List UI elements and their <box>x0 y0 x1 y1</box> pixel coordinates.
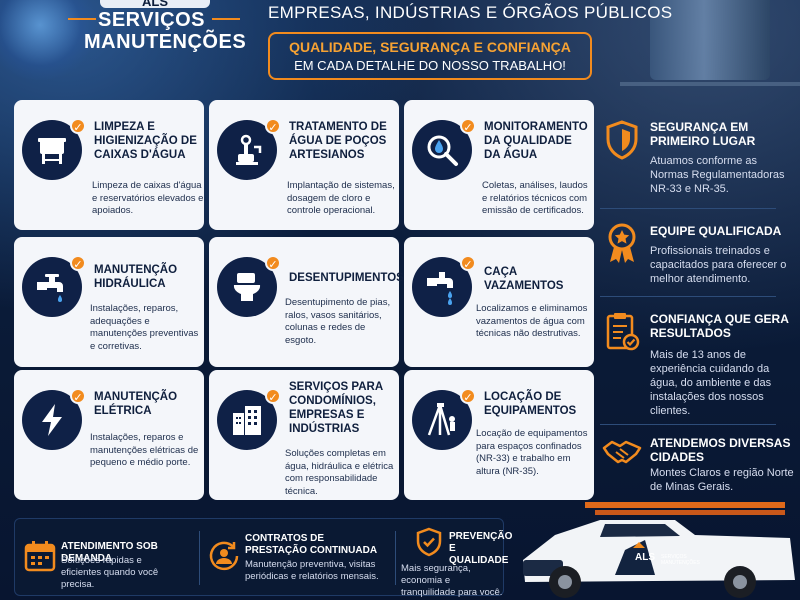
feature-title: ATENDEMOS DIVERSAS CIDADES <box>650 436 791 464</box>
quality-banner: QUALIDADE, SEGURANÇA E CONFIANÇA EM CADA… <box>268 32 592 80</box>
service-card-unclogging: ✓ DESENTUPIMENTOS Desentupimento de pias… <box>209 237 404 367</box>
bottom-item-on-demand: ATENDIMENTO SOB DEMANDA Soluções rápidas… <box>15 519 175 597</box>
service-title: MANUTENÇÃO HIDRÁULICA <box>94 264 178 290</box>
service-title: TRATAMENTO DE ÁGUA DE POÇOS ARTESIANOS <box>289 121 387 161</box>
bottom-item-title: PREVENÇÃO E QUALIDADE <box>449 531 513 566</box>
service-title: CAÇA VAZAMENTOS <box>484 266 564 292</box>
refresh-user-icon <box>207 539 241 573</box>
service-description: Soluções completas em água, hidráulica e… <box>285 448 394 497</box>
truck-logo: ALS <box>635 552 655 563</box>
feature-description: Profissionais treinados e capacitados pa… <box>650 245 787 285</box>
service-description: Instalações, reparos e manutenções elétr… <box>90 432 199 468</box>
water-tank-icon <box>22 120 82 180</box>
logo-badge-text: ALS <box>142 0 168 9</box>
bottom-item-title: CONTRATOS DE PRESTAÇÃO CONTINUADA <box>245 533 378 556</box>
clipboard-check-icon <box>602 310 642 354</box>
service-card-hydraulic: ✓ MANUTENÇÃO HIDRÁULICA Instalações, rep… <box>14 237 204 367</box>
service-card-leak-detection: ✓ CAÇA VAZAMENTOS Localizamos e eliminam… <box>404 237 594 367</box>
service-truck-image: ALS SERVIÇOS MANUTENÇÕES <box>505 490 800 600</box>
service-title: MONITORAMENTO DA QUALIDADE DA ÁGUA <box>484 121 588 161</box>
bottom-bar: ATENDIMENTO SOB DEMANDA Soluções rápidas… <box>14 518 512 598</box>
handshake-icon <box>602 436 642 480</box>
logo-badge <box>100 0 210 8</box>
water-tower-decoration <box>650 0 770 80</box>
service-description: Coletas, análises, laudos e relatórios t… <box>482 180 588 216</box>
water-tower-rail-decoration <box>620 82 800 86</box>
service-title: MANUTENÇÃO ELÉTRICA <box>94 391 178 417</box>
calendar-icon <box>23 539 57 573</box>
logo-line-left <box>68 18 96 20</box>
quality-title: QUALIDADE, SEGURANÇA E CONFIANÇA <box>289 39 571 55</box>
bottom-item-description: Manutenção preventiva, visitas periódica… <box>245 559 379 582</box>
medal-icon <box>602 222 642 266</box>
check-badge-icon: ✓ <box>70 118 86 134</box>
service-card-water-tank: ✓ LIMPEZA E HIGIENIZAÇÃO DE CAIXAS D'ÁGU… <box>14 100 204 230</box>
truck-logo-subtitle: SERVIÇOS MANUTENÇÕES <box>661 554 700 566</box>
service-title: LOCAÇÃO DE EQUIPAMENTOS <box>484 391 577 417</box>
bottom-item-prevention: PREVENÇÃO E QUALIDADE Mais segurança, ec… <box>397 519 512 598</box>
shield-icon <box>602 120 642 164</box>
tagline: EMPRESAS, INDÚSTRIAS E ÓRGÃOS PÚBLICOS <box>268 3 673 22</box>
service-title: DESENTUPIMENTOS <box>289 272 404 284</box>
bottom-divider <box>199 531 200 585</box>
quality-subtitle: EM CADA DETALHE DO NOSSO TRABALHO! <box>294 58 566 73</box>
bottom-item-title: ATENDIMENTO SOB DEMANDA <box>61 541 158 564</box>
feature-title: EQUIPE QUALIFICADA <box>650 224 782 238</box>
feature-divider <box>600 296 776 297</box>
logo-line-right <box>212 18 240 20</box>
check-badge-icon: ✓ <box>460 388 476 404</box>
service-card-water-quality: ✓ MONITORAMENTO DA QUALIDADE DA ÁGUA Col… <box>404 100 594 230</box>
service-description: Localizamos e eliminamos vazamentos de á… <box>476 303 588 339</box>
feature-title: SEGURANÇA EM PRIMEIRO LUGAR <box>650 120 756 148</box>
check-badge-icon: ✓ <box>70 388 86 404</box>
service-description: Desentupimento de pias, ralos, vasos san… <box>285 297 391 346</box>
service-description: Locação de equipamentos para espaços con… <box>476 428 588 477</box>
service-card-condominiums: ✓ SERVIÇOS PARA CONDOMÍNIOS, EMPRESAS E … <box>209 370 399 500</box>
bottom-item-description: Soluções rápidas e eficientes quando voc… <box>61 555 159 590</box>
service-title: SERVIÇOS PARA CONDOMÍNIOS, EMPRESAS E IN… <box>289 381 383 435</box>
bottom-item-contracts: CONTRATOS DE PRESTAÇÃO CONTINUADA Manute… <box>201 519 391 597</box>
service-card-electrical: ✓ MANUTENÇÃO ELÉTRICA Instalações, repar… <box>14 370 204 500</box>
feature-title: CONFIANÇA QUE GERA RESULTADOS <box>650 312 789 340</box>
feature-divider <box>600 208 776 209</box>
check-badge-icon: ✓ <box>265 118 281 134</box>
service-card-equipment-rental: ✓ LOCAÇÃO DE EQUIPAMENTOS Locação de equ… <box>404 370 594 500</box>
check-badge-icon: ✓ <box>460 118 476 134</box>
check-badge-icon: ✓ <box>460 255 476 271</box>
check-badge-icon: ✓ <box>265 388 281 404</box>
logo-line1: SERVIÇOS <box>98 9 205 31</box>
service-description: Implantação de sistemas, dosagem de clor… <box>287 180 395 216</box>
logo-line2: MANUTENÇÕES <box>84 31 247 53</box>
check-badge-icon: ✓ <box>70 255 86 271</box>
service-description: Limpeza de caixas d'água e reservatórios… <box>92 180 204 216</box>
service-description: Instalações, reparos, adequações e manut… <box>90 303 199 352</box>
bottom-item-description: Mais segurança, economia e tranquilidade… <box>401 563 503 598</box>
feature-description: Montes Claros e região Norte de Minas Ge… <box>650 467 794 493</box>
service-card-well-water: ✓ TRATAMENTO DE ÁGUA DE POÇOS ARTESIANOS… <box>209 100 399 230</box>
bottom-divider <box>395 531 396 585</box>
service-title: LIMPEZA E HIGIENIZAÇÃO DE CAIXAS D'ÁGUA <box>94 121 197 161</box>
feature-description: Mais de 13 anos de experiência cuidando … <box>650 349 772 417</box>
feature-divider <box>600 424 776 425</box>
check-badge-icon: ✓ <box>265 255 281 271</box>
shield-check-icon <box>415 527 443 557</box>
feature-description: Atuamos conforme as Normas Regulamentado… <box>650 155 785 195</box>
